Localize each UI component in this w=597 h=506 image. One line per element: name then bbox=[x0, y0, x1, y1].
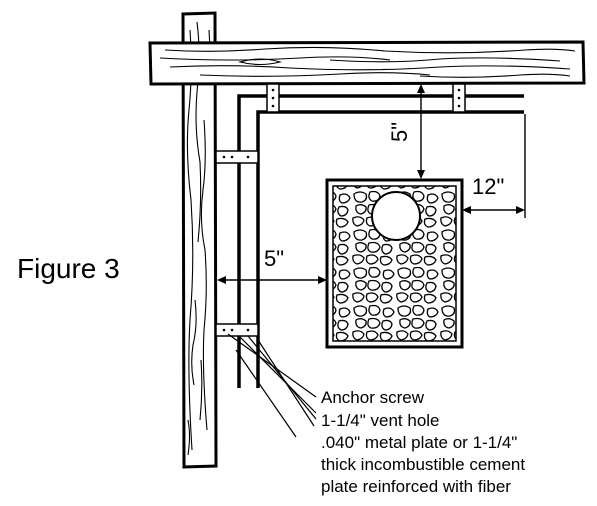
dimension-vertical bbox=[417, 84, 425, 179]
spacers bbox=[215, 83, 466, 337]
metal-shield-plate bbox=[237, 94, 524, 388]
wood-post bbox=[181, 11, 218, 469]
horizontal-gap-label: 5" bbox=[264, 246, 284, 271]
callout-vent-hole: 1-1/4" vent hole bbox=[321, 411, 440, 430]
callout-leaders bbox=[227, 333, 317, 438]
vertical-gap-label: 5" bbox=[387, 122, 412, 142]
spacer-low-post bbox=[215, 323, 259, 337]
dimension-side bbox=[462, 114, 526, 218]
dimension-horizontal bbox=[217, 276, 327, 284]
callout-plate-line1: .040" metal plate or 1-1/4" bbox=[321, 433, 517, 452]
callout-plate-line3: plate reinforced with fiber bbox=[321, 477, 511, 496]
vent-hole bbox=[371, 191, 421, 241]
spacer-mid-post bbox=[215, 150, 259, 164]
callout-anchor-screw: Anchor screw bbox=[321, 388, 425, 407]
spacer-top-left bbox=[266, 83, 280, 113]
wood-beam bbox=[148, 40, 586, 86]
figure-label: Figure 3 bbox=[17, 253, 120, 284]
side-clearance-label: 12" bbox=[472, 174, 504, 199]
spacer-top-right bbox=[452, 83, 466, 113]
chimney-block bbox=[325, 178, 464, 349]
callout-plate-line2: thick incombustible cement bbox=[321, 455, 525, 474]
